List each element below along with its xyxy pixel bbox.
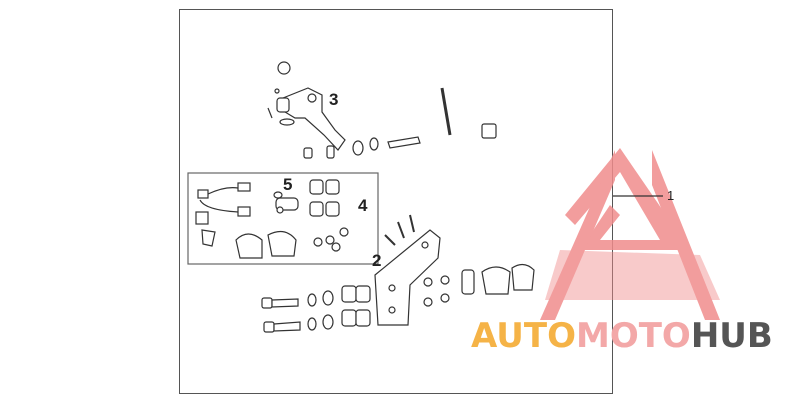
clamp-set-4 (235, 179, 349, 259)
rubber-mount (276, 97, 290, 113)
small-screw (267, 107, 273, 119)
callout-2: 2 (372, 251, 382, 270)
cap-part (277, 61, 291, 75)
long-bolt (387, 136, 421, 149)
bolt-set-top (303, 87, 497, 159)
wiring-connector-5 (195, 182, 299, 247)
watermark-word-hub: HUB (690, 316, 773, 356)
cable-tie (440, 87, 452, 136)
bracket-plate (277, 87, 346, 151)
watermark-word-moto: MOTO (575, 316, 691, 356)
bolt-set-lower (261, 263, 535, 333)
watermark-word-auto: AUTO (471, 316, 576, 356)
mount-bracket-2 (374, 214, 441, 326)
callout-1: 1 (667, 188, 675, 203)
callout-4: 4 (358, 196, 368, 215)
callout-3: 3 (329, 90, 339, 109)
clamp-part (481, 123, 497, 139)
diagram-frame (179, 9, 613, 394)
watermark-triangle-logo (540, 148, 720, 320)
watermark-wordmark: AUTOMOTOHUB (471, 319, 773, 353)
bracket-assembly-3 (267, 61, 346, 151)
callout-5: 5 (283, 175, 293, 194)
washer-part (279, 118, 295, 126)
inset-box (187, 172, 379, 265)
